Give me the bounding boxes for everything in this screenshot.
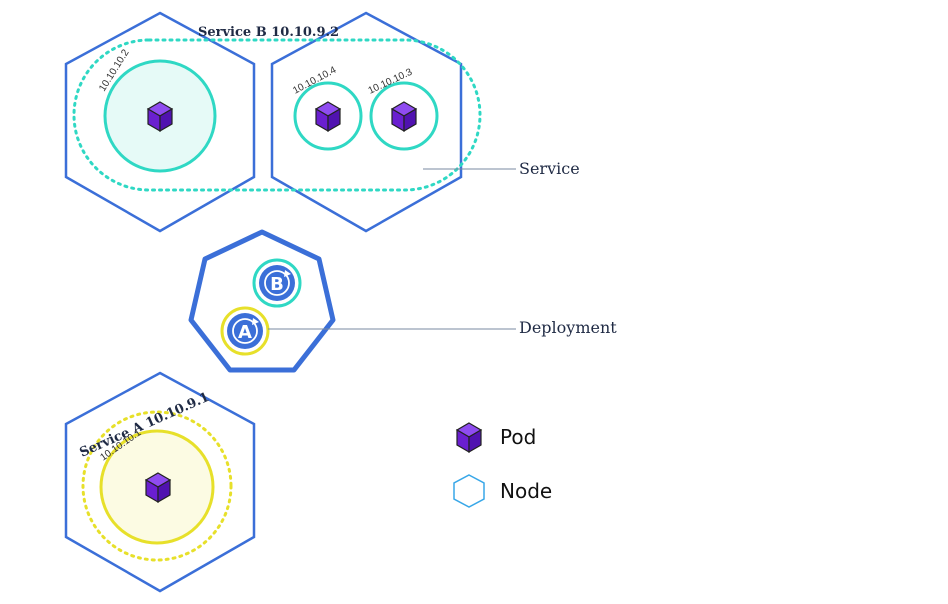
node-hexagon-icon xyxy=(453,474,485,508)
refresh-arrowhead xyxy=(284,270,291,277)
legend: Pod Node xyxy=(453,422,552,508)
service-b-boundary xyxy=(72,38,482,192)
pod-cube-icon xyxy=(145,472,171,503)
pod-cube-icon xyxy=(456,422,482,453)
deployment-heptagon-icon xyxy=(188,229,336,373)
pod-cube-icon xyxy=(147,101,173,132)
deployment-b-letter: B xyxy=(270,274,284,295)
legend-pod-label: Pod xyxy=(500,425,536,449)
deployment-a-letter: A xyxy=(238,322,252,343)
service-callout-label: Service xyxy=(519,159,580,178)
deployment-callout-label: Deployment xyxy=(519,318,617,337)
pod-cube-icon xyxy=(315,101,341,132)
service-b-label: Service B 10.10.9.2 xyxy=(198,25,339,40)
node-hexagon-2 xyxy=(270,11,463,233)
refresh-arrow-icon xyxy=(264,270,290,296)
node-hexagon-3 xyxy=(64,371,256,593)
refresh-arrow-icon xyxy=(232,318,258,344)
refresh-arrowhead xyxy=(252,318,259,325)
service-a-boundary xyxy=(81,410,233,562)
legend-node-label: Node xyxy=(500,479,552,503)
pod-cube-icon xyxy=(391,101,417,132)
node-hexagon-1 xyxy=(64,11,256,233)
